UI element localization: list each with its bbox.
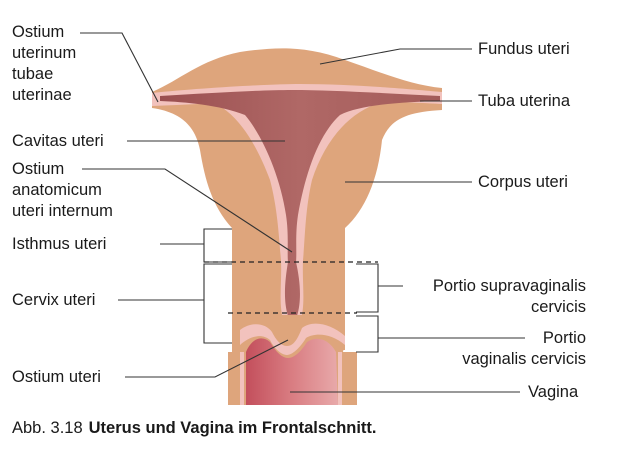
leader-fundus-uteri xyxy=(319,48,472,65)
label-tuba-uterina: Tuba uterina xyxy=(478,92,571,110)
label-ostium-uteri: Ostium uteri xyxy=(12,368,101,386)
leader-ostium-anatomicum xyxy=(82,168,293,253)
label-line: Portio xyxy=(542,329,586,347)
bracket-cervix xyxy=(118,263,232,344)
label-line: anatomicum xyxy=(12,181,102,199)
label-corpus-uteri: Corpus uteri xyxy=(478,173,568,191)
bracket-portio-vaginalis xyxy=(356,315,525,353)
figure-caption: Abb. 3.18 Uterus und Vagina im Frontalsch… xyxy=(12,419,377,438)
label-line: tubae xyxy=(12,65,54,83)
bracket-portio-supravaginalis xyxy=(356,263,403,313)
uterine-cavity xyxy=(160,90,440,316)
label-portio-vaginalis-cervicis: Portio vaginalis cervicis xyxy=(462,328,586,370)
leader-ostium-uteri xyxy=(125,339,289,378)
label-line: uterinum xyxy=(12,44,77,62)
label-line: vaginalis cervicis xyxy=(462,350,586,368)
label-line: uteri internum xyxy=(12,202,113,220)
label-ostium-uterinum-tubae-uterinae: Ostium uterinum tubae uterinae xyxy=(12,22,76,106)
label-cervix-uteri: Cervix uteri xyxy=(12,291,96,309)
leader-ostium-uterinum xyxy=(80,32,159,103)
label-line: uterinae xyxy=(12,86,72,104)
label-isthmus-uteri: Isthmus uteri xyxy=(12,235,107,253)
label-portio-supravaginalis-cervicis: Portio supravaginalis cervicis xyxy=(433,276,586,318)
label-line: Ostium xyxy=(12,160,65,178)
caption-title: Uterus und Vagina im Frontalschnitt. xyxy=(88,419,377,437)
vaginal-canal xyxy=(246,338,338,405)
label-fundus-uteri: Fundus uteri xyxy=(478,40,570,58)
label-line: cervicis xyxy=(530,298,586,316)
portio-lining xyxy=(240,323,345,355)
bracket-isthmus xyxy=(160,228,232,263)
label-line: Portio supravaginalis xyxy=(432,277,586,295)
label-ostium-anatomicum-uteri-internum: Ostium anatomicum uteri internum xyxy=(12,159,113,222)
caption-number: Abb. 3.18 xyxy=(12,419,83,437)
label-cavitas-uteri: Cavitas uteri xyxy=(12,132,104,150)
label-vagina: Vagina xyxy=(528,383,579,401)
label-line: Ostium xyxy=(12,23,65,41)
vaginal-wall-lining xyxy=(240,352,342,405)
uterus-frontal-section-diagram xyxy=(80,32,525,405)
